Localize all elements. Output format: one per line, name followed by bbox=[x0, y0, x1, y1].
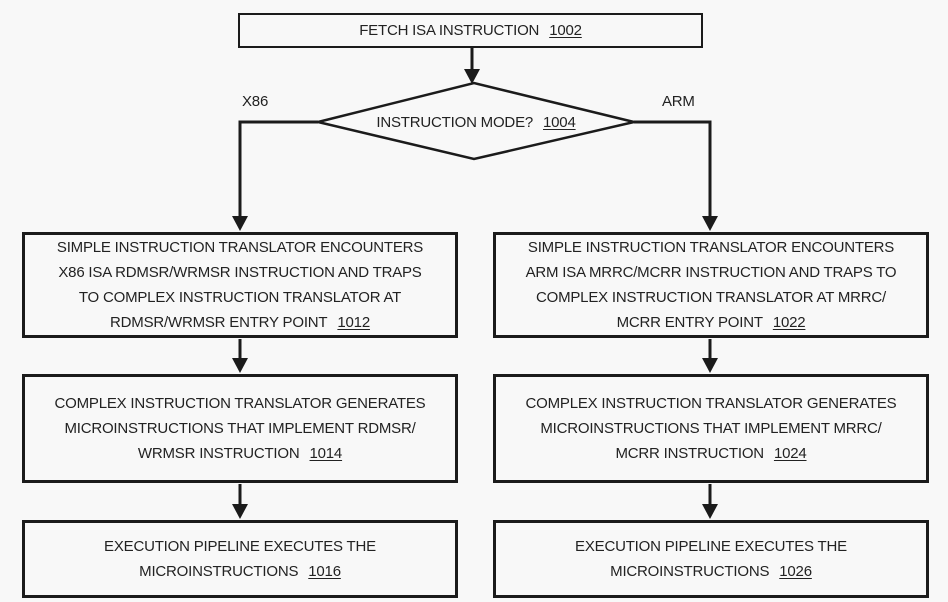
branch-label-x86: X86 bbox=[242, 93, 269, 110]
arm-translate-lines: SIMPLE INSTRUCTION TRANSLATOR ENCOUNTERS… bbox=[525, 239, 897, 331]
x86-execute-ref: 1016 bbox=[308, 563, 341, 580]
arm-translate-ref: 1022 bbox=[772, 314, 806, 331]
x86-generate-ref: 1014 bbox=[309, 445, 343, 462]
arm-generate-box: COMPLEX INSTRUCTION TRANSLATOR GENERATES… bbox=[493, 374, 929, 483]
instruction-mode-label: INSTRUCTION MODE? 1004 bbox=[318, 110, 634, 136]
x86-translate-lines: SIMPLE INSTRUCTION TRANSLATOR ENCOUNTERS… bbox=[56, 239, 424, 331]
arm-generate-box-text: COMPLEX INSTRUCTION TRANSLATOR GENERATES… bbox=[496, 391, 926, 466]
arm-generate-ref: 1024 bbox=[773, 445, 807, 462]
fetch-to-decision-arrow bbox=[464, 48, 480, 84]
decision-ref: 1004 bbox=[543, 114, 576, 131]
arm-execute-box-text: EXECUTION PIPELINE EXECUTES THE MICROINS… bbox=[496, 534, 926, 584]
decision-question-text: INSTRUCTION MODE? bbox=[376, 114, 534, 131]
fetch-isa-instruction-box: FETCH ISA INSTRUCTION 1002 bbox=[238, 13, 703, 48]
fetch-box-text: FETCH ISA INSTRUCTION 1002 bbox=[240, 18, 701, 43]
x86-translate-ref: 1012 bbox=[337, 314, 370, 331]
arm-translate-to-generate-arrow bbox=[702, 339, 718, 373]
decision-to-arm-arrow bbox=[634, 120, 718, 231]
arm-execute-box: EXECUTION PIPELINE EXECUTES THE MICROINS… bbox=[493, 520, 929, 598]
arm-translate-box: SIMPLE INSTRUCTION TRANSLATOR ENCOUNTERS… bbox=[493, 232, 929, 338]
decision-to-x86-arrow bbox=[232, 120, 318, 231]
x86-generate-lines: COMPLEX INSTRUCTION TRANSLATOR GENERATES… bbox=[54, 395, 426, 462]
x86-translate-box: SIMPLE INSTRUCTION TRANSLATOR ENCOUNTERS… bbox=[22, 232, 458, 338]
arm-execute-ref: 1026 bbox=[779, 563, 812, 580]
arm-generate-to-execute-arrow bbox=[702, 484, 718, 519]
fetch-box-ref: 1002 bbox=[549, 22, 582, 39]
arm-translate-box-text: SIMPLE INSTRUCTION TRANSLATOR ENCOUNTERS… bbox=[496, 235, 926, 335]
x86-generate-to-execute-arrow bbox=[232, 484, 248, 519]
x86-generate-box: COMPLEX INSTRUCTION TRANSLATOR GENERATES… bbox=[22, 374, 458, 483]
x86-execute-box-text: EXECUTION PIPELINE EXECUTES THE MICROINS… bbox=[25, 534, 455, 584]
x86-translate-to-generate-arrow bbox=[232, 339, 248, 373]
fetch-box-label: FETCH ISA INSTRUCTION bbox=[359, 22, 540, 39]
x86-translate-box-text: SIMPLE INSTRUCTION TRANSLATOR ENCOUNTERS… bbox=[25, 235, 455, 335]
branch-label-arm: ARM bbox=[662, 93, 695, 110]
x86-generate-box-text: COMPLEX INSTRUCTION TRANSLATOR GENERATES… bbox=[25, 391, 455, 466]
x86-execute-lines: EXECUTION PIPELINE EXECUTES THE MICROINS… bbox=[104, 538, 376, 580]
arm-execute-lines: EXECUTION PIPELINE EXECUTES THE MICROINS… bbox=[575, 538, 847, 580]
x86-execute-box: EXECUTION PIPELINE EXECUTES THE MICROINS… bbox=[22, 520, 458, 598]
arm-generate-lines: COMPLEX INSTRUCTION TRANSLATOR GENERATES… bbox=[525, 395, 897, 462]
